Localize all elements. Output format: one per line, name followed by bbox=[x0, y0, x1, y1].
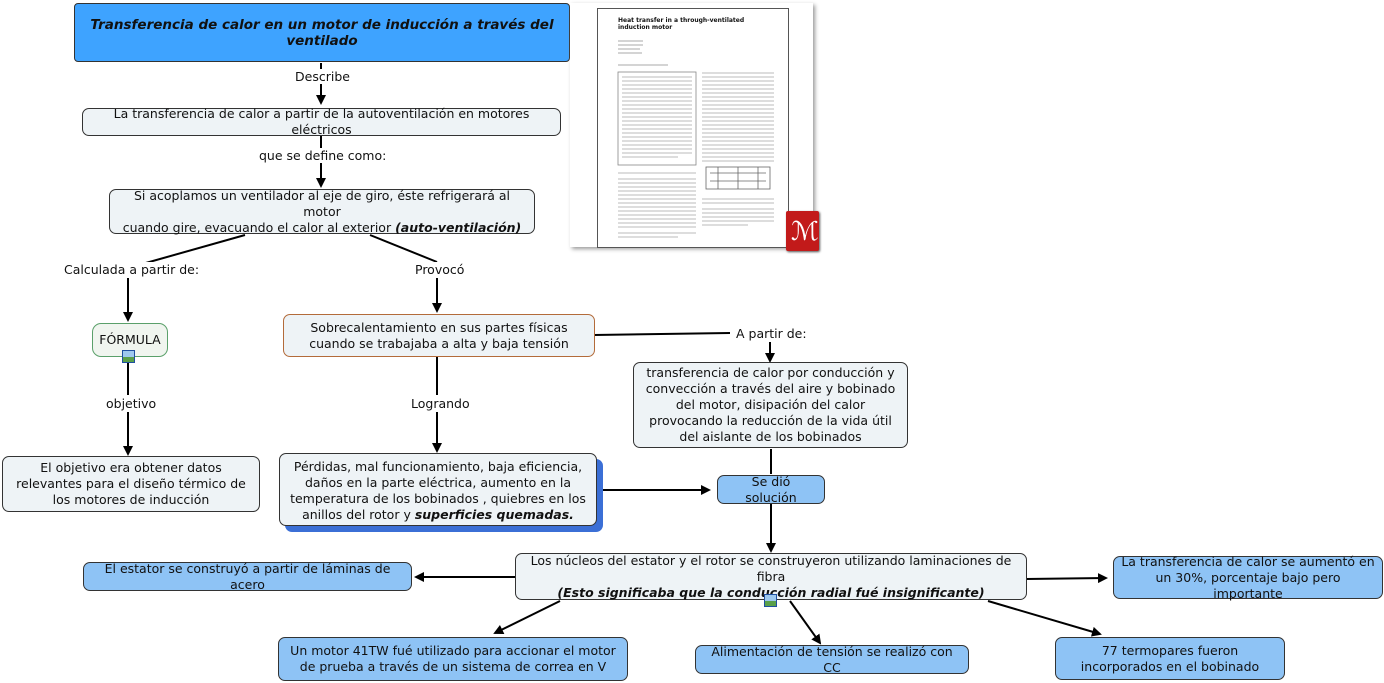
link-label-from: A partir de: bbox=[734, 326, 809, 341]
transfer-node[interactable]: transferencia de calor por conducción y … bbox=[633, 362, 908, 448]
objective-node[interactable]: El objetivo era obtener datos relevantes… bbox=[2, 456, 260, 512]
definition-node[interactable]: Si acoplamos un ventilador al eje de gir… bbox=[109, 187, 535, 236]
image-attachment-icon[interactable] bbox=[764, 594, 777, 607]
definition-line1: Si acoplamos un ventilador al eje de gir… bbox=[133, 187, 511, 219]
link-label-achieving: Logrando bbox=[409, 396, 472, 411]
cores-node[interactable]: Los núcleos del estator y el rotor se co… bbox=[515, 553, 1027, 600]
concept-main-node[interactable]: La transferencia de calor a partir de la… bbox=[82, 106, 561, 137]
document-thumbnail[interactable]: Heat transfer in a through-ventilated in… bbox=[570, 3, 819, 251]
cores-text: Los núcleos del estator y el rotor se co… bbox=[530, 552, 1012, 584]
power-node[interactable]: Alimentación de tensión se realizó con C… bbox=[695, 644, 969, 675]
cores-emphasis: (Esto significaba que la conducción radi… bbox=[557, 584, 985, 600]
image-attachment-icon[interactable] bbox=[122, 350, 135, 363]
link-label-describe: Describe bbox=[293, 69, 352, 84]
thermocouples-node[interactable]: 77 termopares fueron incorporados en el … bbox=[1055, 637, 1285, 680]
pdf-icon[interactable]: ℳ bbox=[786, 211, 819, 251]
losses-node[interactable]: Pérdidas, mal funcionamiento, baja efici… bbox=[279, 453, 597, 526]
document-title: Heat transfer in a through-ventilated in… bbox=[618, 17, 745, 31]
link-label-calculated: Calculada a partir de: bbox=[62, 262, 202, 277]
document-text-lines bbox=[617, 40, 774, 238]
definition-line2: cuando gire, evacuando el calor al exter… bbox=[122, 219, 392, 235]
stator-node[interactable]: El estator se construyó a partir de lámi… bbox=[83, 561, 412, 592]
motor41-node[interactable]: Un motor 41TW fué utilizado para acciona… bbox=[278, 637, 628, 681]
losses-emphasis: superficies quemadas. bbox=[414, 507, 574, 522]
overheating-node[interactable]: Sobrecalentamiento en sus partes físicas… bbox=[283, 314, 595, 357]
link-label-objective: objetivo bbox=[104, 396, 159, 411]
definition-emphasis: (auto-ventilación) bbox=[395, 219, 522, 235]
losses-text: Pérdidas, mal funcionamiento, baja efici… bbox=[290, 459, 586, 522]
increase-node[interactable]: La transferencia de calor se aumentó en … bbox=[1113, 554, 1383, 601]
link-label-caused: Provocó bbox=[413, 262, 467, 277]
link-label-defined-as: que se define como: bbox=[257, 148, 389, 163]
map-title-node[interactable]: Transferencia de calor en un motor de in… bbox=[74, 3, 570, 62]
definition-line2-wrap: cuando gire, evacuando el calor al exter… bbox=[123, 220, 522, 236]
solution-node[interactable]: Se dió solución bbox=[717, 474, 825, 505]
document-page: Heat transfer in a through-ventilated in… bbox=[597, 8, 789, 248]
